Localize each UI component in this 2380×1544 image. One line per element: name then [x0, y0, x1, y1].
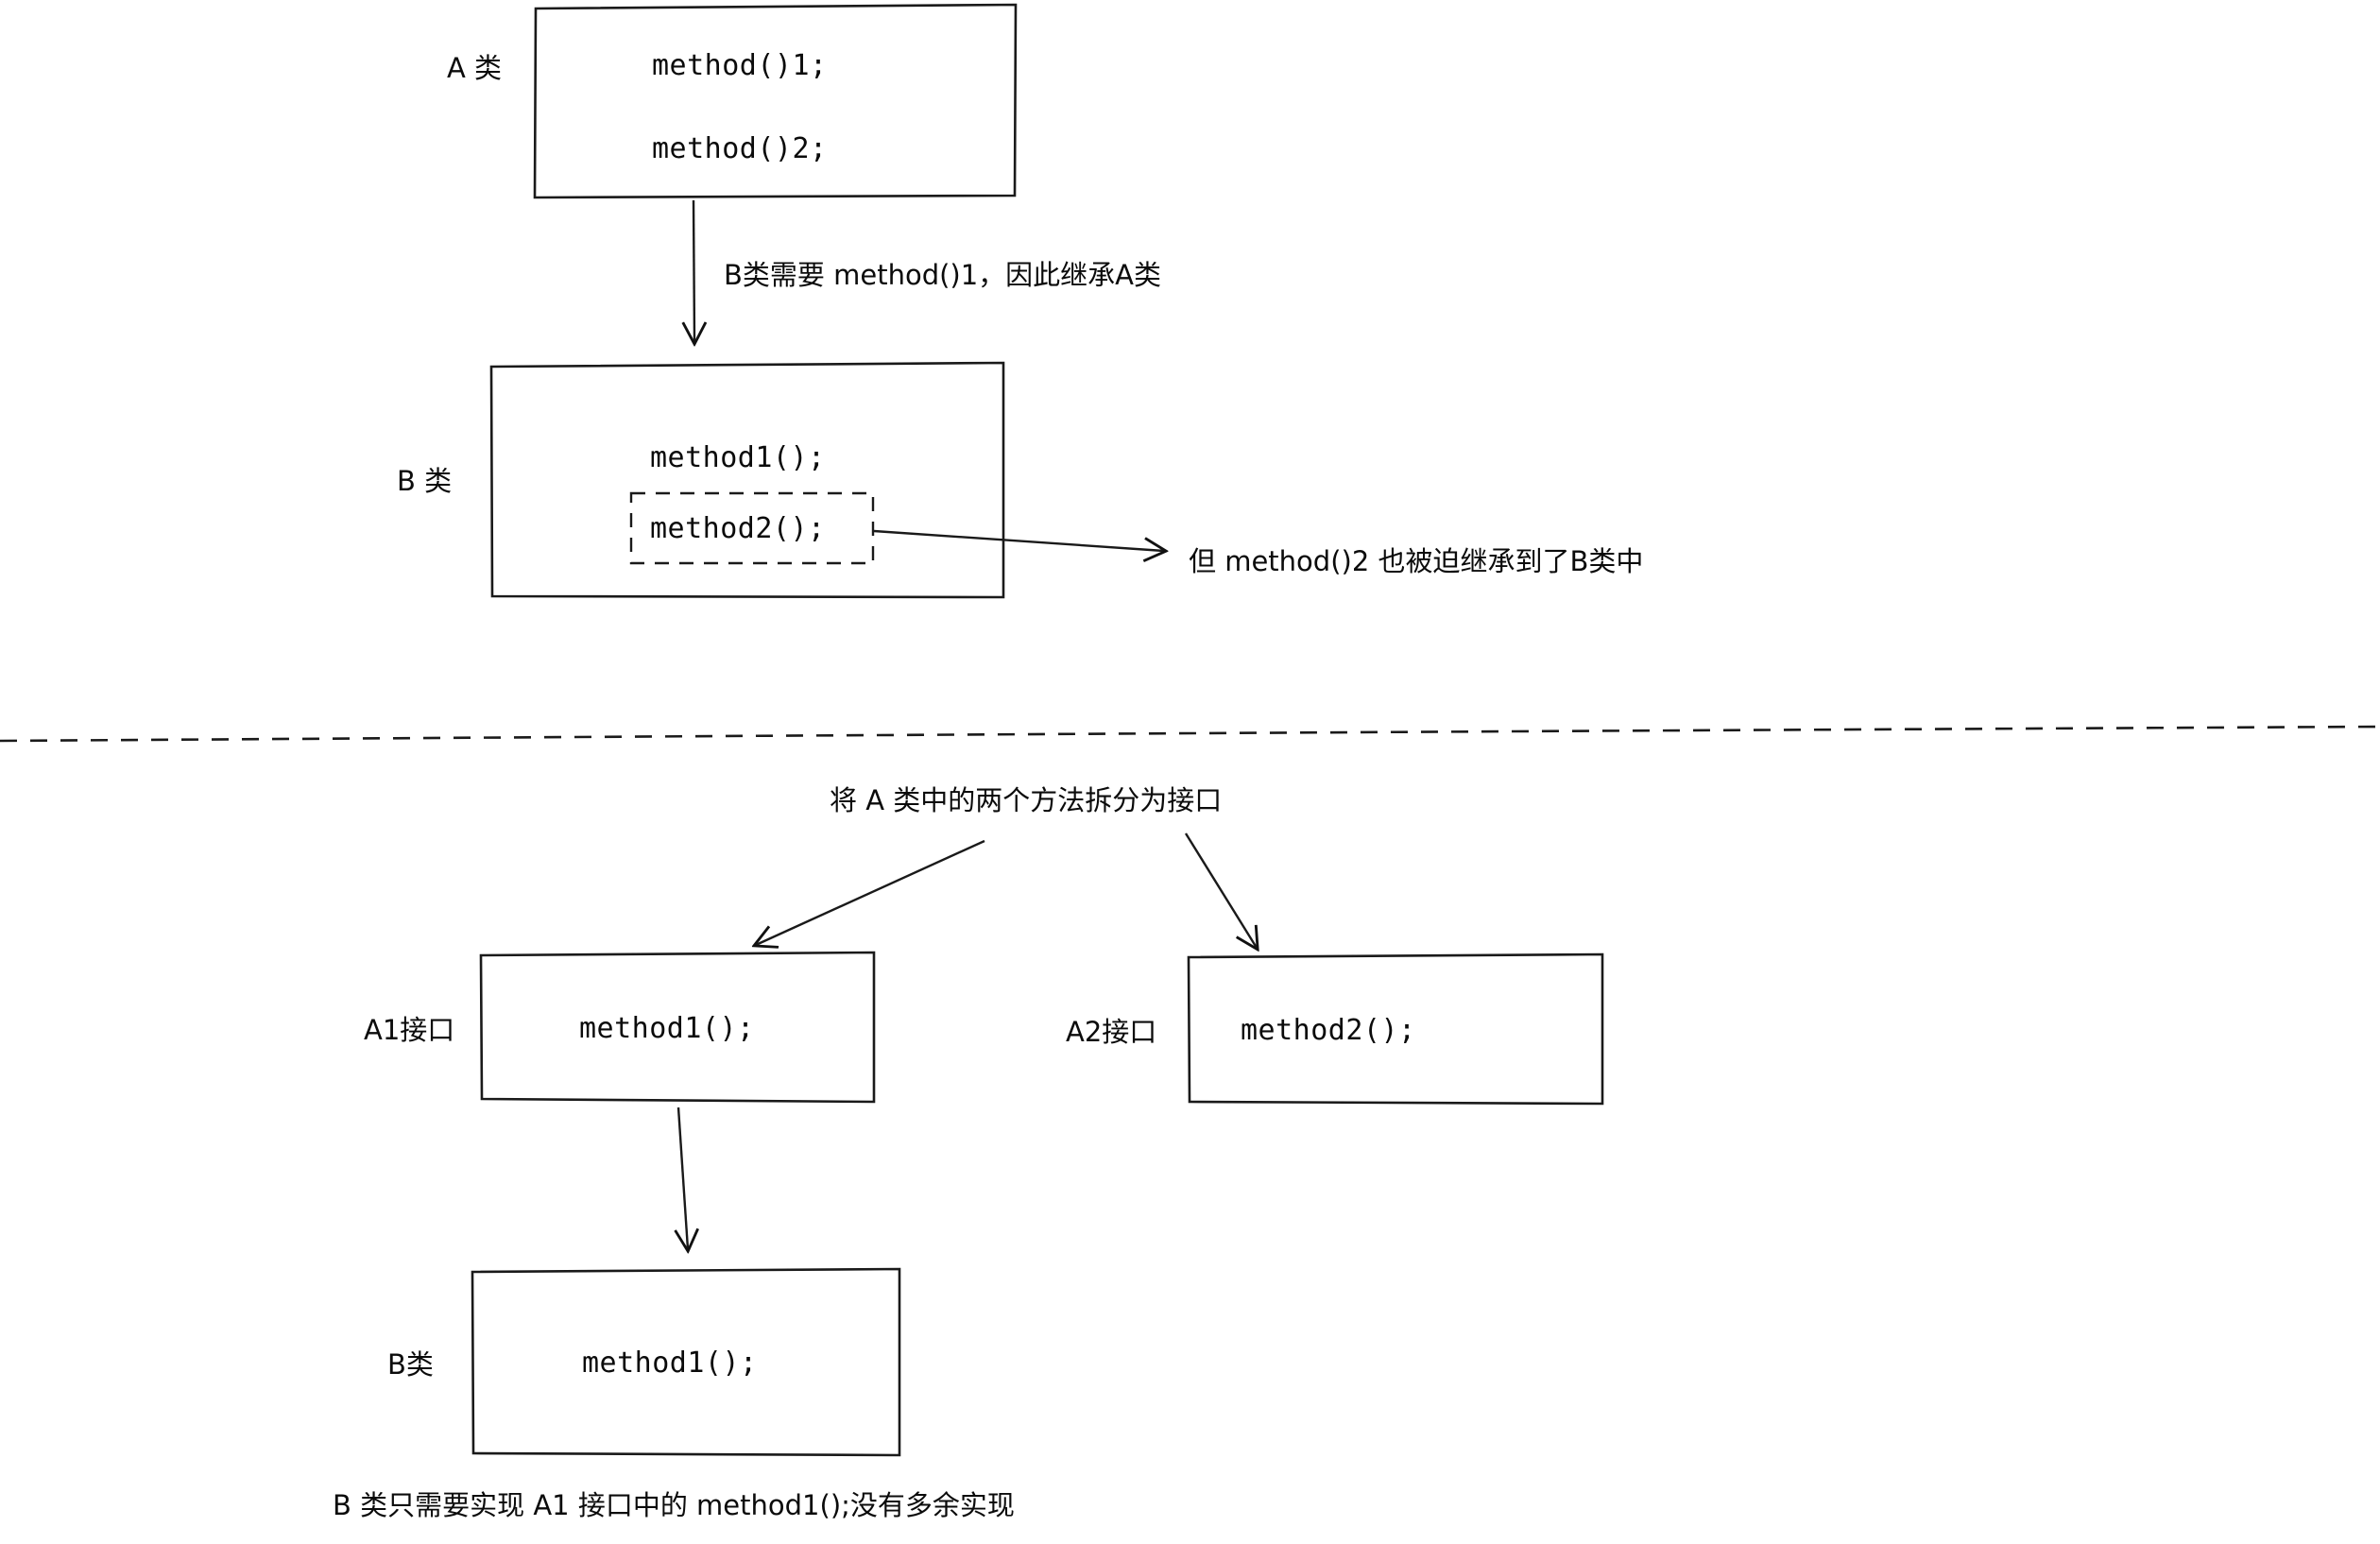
arrow-split-to-a1 [756, 839, 985, 945]
split-interfaces-note: 将 A 类中的两个方法拆分为接口 [830, 784, 1223, 816]
arrow-split-to-a2 [1184, 832, 1257, 948]
interface-a1-side-label: A1接口 [364, 1014, 455, 1046]
forced-method-note: 但 method()2 也被迫继承到了B类中 [1189, 545, 1644, 577]
class-b-box [489, 361, 1005, 599]
inherit-arrow-label: B类需要 method()1，因此继承A类 [724, 259, 1162, 291]
class-a-box [533, 3, 1018, 199]
arrow-forced-method-note [873, 529, 1164, 551]
section-divider [0, 725, 2380, 743]
arrow-a-to-b [693, 199, 694, 342]
interface-a2-side-label: A2接口 [1066, 1016, 1157, 1048]
class-b-side-label: B 类 [397, 465, 453, 497]
conclusion-note: B 类只需要实现 A1 接口中的 method1();没有多余实现 [333, 1489, 1015, 1521]
class-b-bottom-method-1: method1(); [582, 1347, 758, 1380]
class-b-bottom-side-label: B类 [387, 1348, 434, 1381]
class-a-method-2: method()2; [652, 132, 828, 165]
interface-a1-method-1: method1(); [579, 1012, 755, 1045]
interface-a2-method-1: method2(); [1241, 1014, 1416, 1047]
class-a-side-label: A 类 [447, 52, 503, 84]
class-b-method-1: method1(); [650, 441, 826, 474]
arrow-a1-to-b [678, 1107, 688, 1249]
class-a-method-1: method()1; [652, 49, 828, 82]
class-b-forced-method: method2(); [650, 512, 826, 545]
